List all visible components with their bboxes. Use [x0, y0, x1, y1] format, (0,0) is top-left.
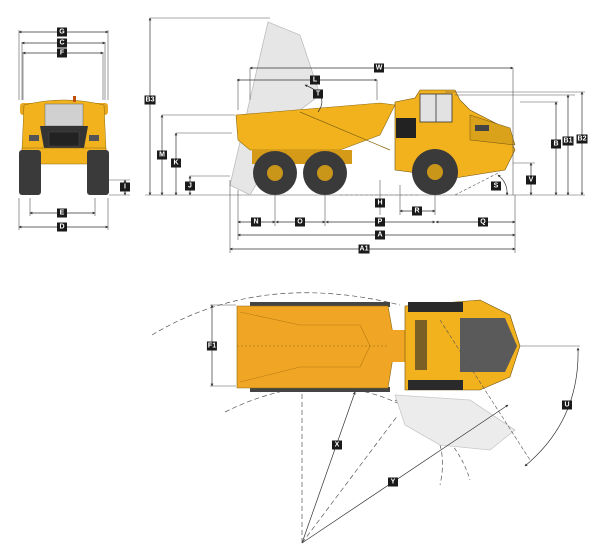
dimension-label-g: G [57, 27, 67, 37]
dimension-label-o: O [295, 217, 305, 227]
dimension-label-v: V [526, 175, 536, 185]
dimension-label-b1: B1 [562, 136, 574, 146]
dimension-label-d: D [57, 222, 67, 232]
top-view [151, 292, 580, 544]
dimension-label-b3: B3 [144, 95, 156, 105]
dimension-label-a: A [375, 230, 385, 240]
dimension-label-e: E [57, 208, 67, 218]
dimension-label-b: B [551, 139, 561, 149]
dimension-label-a1: A1 [358, 244, 370, 254]
dimension-label-i: I [120, 182, 130, 192]
side-view [145, 17, 585, 253]
dimension-label-s: S [491, 181, 501, 191]
dimension-label-p: P [375, 217, 385, 227]
dimension-label-t: T [313, 89, 323, 99]
dimension-label-r: R [412, 206, 422, 216]
dimension-label-m: M [157, 150, 167, 160]
dimension-label-l: L [310, 75, 320, 85]
dimension-label-x: X [332, 440, 342, 450]
dimension-label-n: N [251, 217, 261, 227]
dimension-label-f1: F1 [206, 341, 218, 351]
dimension-label-q: Q [478, 217, 488, 227]
dimension-label-f: F [57, 48, 67, 58]
dimension-label-w: W [374, 63, 384, 73]
dimension-label-u: U [562, 400, 572, 410]
dimension-label-c: C [57, 38, 67, 48]
dimension-label-h: H [375, 198, 385, 208]
dimension-label-y: Y [388, 477, 398, 487]
dimension-label-j: J [185, 181, 195, 191]
dimension-label-k: K [171, 158, 181, 168]
front-view [18, 30, 130, 230]
dimension-label-b2: B2 [576, 134, 588, 144]
